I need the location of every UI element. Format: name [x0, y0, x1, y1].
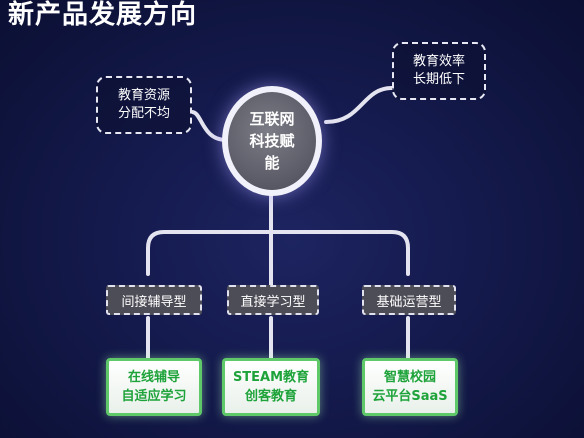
connector-left-problem — [190, 110, 228, 142]
type-box-indirect: 间接辅导型 — [106, 285, 202, 315]
problem-box-efficiency: 教育效率 长期低下 — [392, 42, 486, 100]
hub-circle: 互联网 科技赋 能 — [222, 86, 322, 196]
type-box-operation: 基础运营型 — [362, 285, 456, 315]
connector-right-problem — [324, 86, 394, 124]
page-title: 新产品发展方向 — [8, 0, 198, 30]
product-box-smart-campus: 智慧校园 云平台SaaS — [362, 358, 458, 416]
product-box-steam: STEAM教育 创客教育 — [222, 358, 320, 416]
type-box-direct: 直接学习型 — [227, 285, 319, 315]
connector-branch-bar — [146, 230, 410, 276]
problem-box-resources: 教育资源 分配不均 — [96, 76, 192, 134]
product-box-online-tutoring: 在线辅导 自适应学习 — [106, 358, 202, 416]
